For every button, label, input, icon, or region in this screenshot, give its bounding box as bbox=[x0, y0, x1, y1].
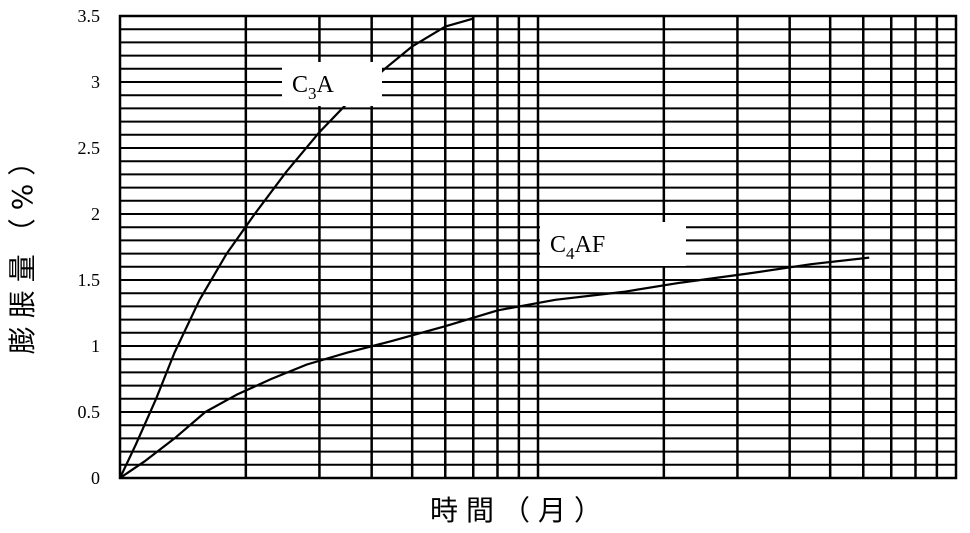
y-tick-label: 0 bbox=[91, 468, 100, 488]
y-tick-label: 3 bbox=[91, 72, 100, 92]
y-tick-labels: 0 0.5 1 1.5 2 2.5 3 3.5 bbox=[78, 6, 101, 488]
series-labels: C3A C4AF bbox=[282, 62, 686, 266]
y-tick-label: 2.5 bbox=[78, 138, 101, 158]
series-label-c4af: C4AF bbox=[550, 232, 605, 263]
series-label-bg bbox=[282, 62, 382, 106]
series-line-c4af bbox=[119, 256, 870, 479]
grid bbox=[120, 16, 956, 478]
plot-frame bbox=[118, 14, 958, 480]
y-tick-label: 1.5 bbox=[78, 270, 101, 290]
y-tick-label: 3.5 bbox=[78, 6, 101, 26]
y-tick-label: 2 bbox=[91, 204, 100, 224]
y-tick-label: 0.5 bbox=[78, 402, 101, 422]
series-line-c3a bbox=[119, 17, 474, 479]
y-tick-label: 1 bbox=[91, 336, 100, 356]
y-axis-label: 膨脹量（%） bbox=[6, 140, 39, 355]
series-label-c3a: C3A bbox=[292, 72, 335, 103]
series-label-bg bbox=[540, 222, 686, 266]
series-lines bbox=[119, 17, 870, 479]
x-axis-label: 時間（月） bbox=[430, 494, 610, 527]
